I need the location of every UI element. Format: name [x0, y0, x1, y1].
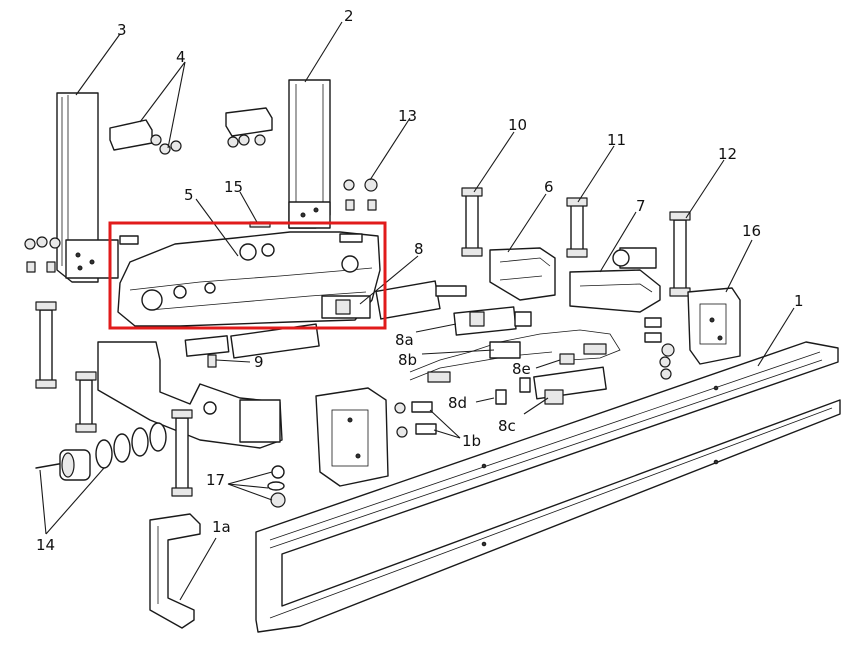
callout-1a: 1a: [212, 518, 231, 536]
callout-15: 15: [224, 178, 243, 196]
mount-plate-center: [315, 387, 389, 487]
part-5-main-frame: [117, 221, 381, 327]
part-8d-spacers: [495, 377, 531, 405]
part-1a-channel: [149, 513, 201, 629]
callout-16: 16: [742, 222, 761, 240]
callout-labels: 3 2 4 13 10 11 12 5 15 6 7 16 8 1 8a 8b …: [36, 7, 804, 554]
callout-8: 8: [414, 240, 424, 258]
part-16-plate: [687, 287, 741, 365]
callout-10: 10: [508, 116, 527, 134]
part-12-post: [669, 211, 691, 297]
part-8a-cylinder: [453, 306, 532, 336]
part-6-bracket: [489, 247, 556, 301]
callout-9: 9: [254, 353, 264, 371]
callout-13: 13: [398, 107, 417, 125]
part-1b-blocks: [394, 401, 437, 438]
part-13-hardware: [343, 178, 378, 211]
callout-7: 7: [636, 197, 646, 215]
bracket-left-assembly: [97, 341, 283, 449]
highlight-box: [108, 221, 387, 330]
leader-lines: [39, 21, 795, 601]
hardware-right: [644, 317, 675, 380]
part-2-upright-right: [288, 79, 331, 229]
callout-6: 6: [544, 178, 554, 196]
callout-3: 3: [117, 21, 127, 39]
callout-1b: 1b: [462, 432, 481, 450]
part-4-brackets: [109, 107, 273, 155]
part-8-actuator: [321, 280, 467, 320]
part-14-roller: [35, 422, 167, 481]
callout-4: 4: [176, 48, 186, 66]
part-8b-harness: [409, 329, 621, 383]
part-11-post: [566, 197, 588, 258]
callout-11: 11: [607, 131, 626, 149]
callout-2: 2: [344, 7, 354, 25]
callout-8c: 8c: [498, 417, 516, 435]
callout-8d: 8d: [448, 394, 467, 412]
callout-14: 14: [36, 536, 55, 554]
part-10-post: [461, 187, 483, 257]
part-7-bracket: [569, 247, 661, 313]
post-left-2: [75, 371, 97, 433]
callout-8a: 8a: [395, 331, 414, 349]
part-8c-actuator: [533, 366, 607, 405]
post-left-1: [35, 301, 57, 389]
callout-12: 12: [718, 145, 737, 163]
part-1-beam: [255, 341, 841, 633]
part-8e-clip: [559, 353, 575, 365]
post-center: [171, 409, 193, 497]
part-3-upright-left: [56, 92, 119, 283]
callout-8b: 8b: [398, 351, 417, 369]
part-9-bolt: [184, 323, 320, 368]
callout-17: 17: [206, 471, 225, 489]
callout-5: 5: [184, 186, 194, 204]
callout-1: 1: [794, 292, 804, 310]
callout-8e: 8e: [512, 360, 531, 378]
hardware-nuts-left: [24, 236, 61, 273]
